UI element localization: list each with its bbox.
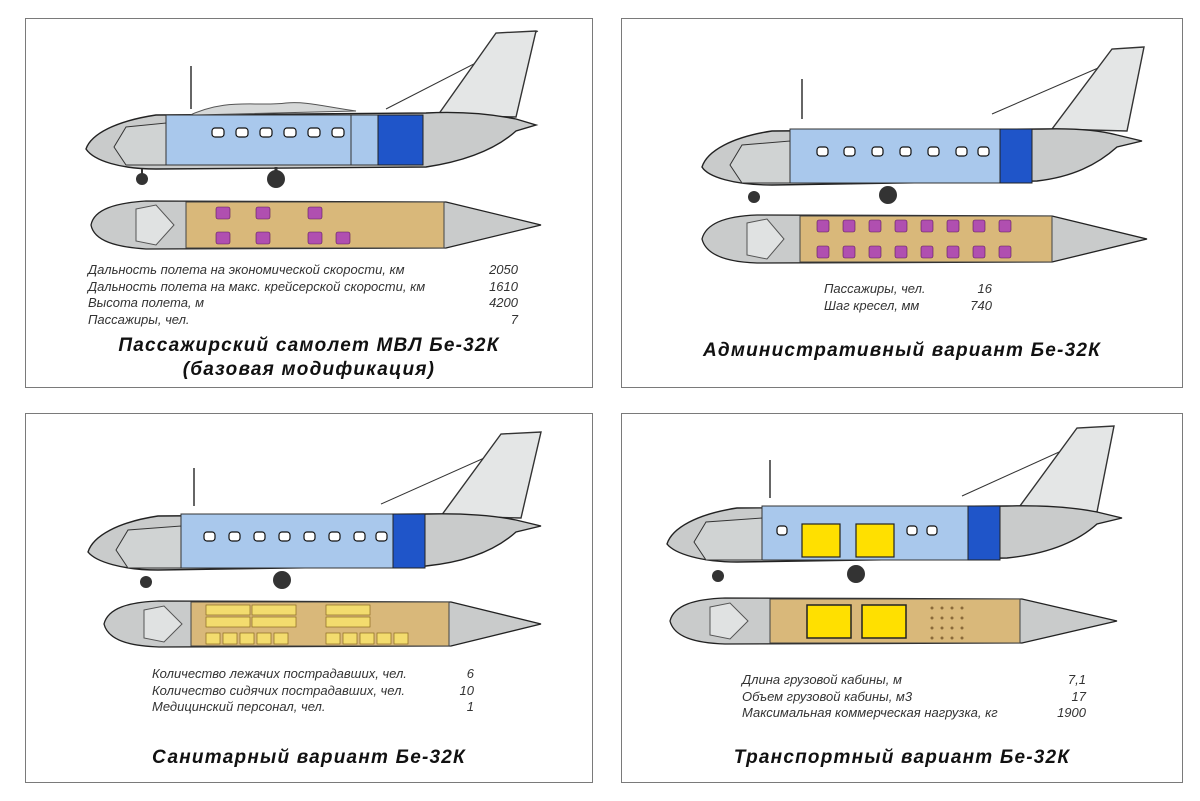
spec-row: Дальность полета на экономической скорос… [88, 262, 518, 279]
spec-row: Количество лежачих пострадавших, чел. 6 [152, 666, 474, 683]
top-view [701, 214, 1148, 264]
spec-value: 740 [970, 297, 992, 313]
specs-administrative: Пассажиры, чел. 16 Шаг кресел, мм 740 [824, 281, 992, 314]
spec-row: Пассажиры, чел. 16 [824, 281, 992, 298]
top-view [90, 200, 542, 250]
spec-row: Количество сидячих пострадавших, чел. 10 [152, 683, 474, 700]
spec-label: Медицинский персонал, чел. [152, 699, 326, 714]
spec-value: 4200 [489, 295, 518, 310]
top-view [103, 600, 542, 648]
panel-administrative: Пассажиры, чел. 16 Шаг кресел, мм 740 Адми… [621, 18, 1183, 388]
side-view [666, 425, 1123, 583]
spec-value: 17 [1071, 688, 1086, 704]
panel-title: Пассажирский самолет МВЛ Бе-32К (базовая… [26, 334, 592, 382]
spec-row: Дальность полета на макс. крейсерской ск… [88, 279, 518, 296]
spec-value: 1900 [1057, 705, 1086, 720]
plane-administrative-diagram [701, 46, 1148, 264]
spec-label: Количество лежачих пострадавших, чел. [152, 666, 407, 681]
spec-row: Длина грузовой кабины, м 7,1 [742, 672, 1086, 689]
panel-medical: Количество лежачих пострадавших, чел. 6 К… [25, 413, 593, 783]
side-view [85, 30, 539, 188]
spec-value: 2050 [489, 262, 518, 277]
spec-label: Пассажиры, чел. [88, 311, 190, 327]
plane-passenger-diagram [85, 30, 542, 250]
spec-label: Дальность полета на макс. крейсерской ск… [88, 278, 426, 294]
spec-row: Медицинский персонал, чел. 1 [152, 699, 474, 716]
panel-title: Санитарный вариант Бе-32К [26, 746, 592, 770]
specs-passenger: Дальность полета на экономической скорос… [88, 262, 518, 328]
panel-title-line: Транспортный вариант Бе-32К [733, 747, 1071, 768]
panel-title-line: Пассажирский самолет МВЛ Бе-32К [118, 335, 500, 356]
panel-passenger: Дальность полета на экономической скорос… [25, 18, 593, 388]
spec-label: Дальность полета на экономической скорос… [88, 262, 405, 277]
specs-cargo: Длина грузовой кабины, м 7,1 Объем грузов… [742, 672, 1086, 722]
spec-row: Максимальная коммерческая нагрузка, кг 19… [742, 705, 1086, 722]
spec-label: Максимальная коммерческая нагрузка, кг [742, 705, 998, 720]
spec-value: 1 [466, 699, 474, 714]
spec-label: Длина грузовой кабины, м [742, 672, 902, 687]
panel-title-line: Санитарный вариант Бе-32К [152, 747, 466, 768]
spec-value: 16 [977, 281, 992, 296]
panel-subtitle-line: (базовая модификация) [182, 359, 436, 380]
spec-label: Высота полета, м [88, 295, 205, 310]
spec-row: Объем грузовой кабины, м3 17 [742, 689, 1086, 706]
plane-cargo-diagram [666, 425, 1123, 645]
spec-value: 7,1 [1067, 672, 1086, 687]
spec-label: Шаг кресел, мм [824, 297, 920, 313]
panel-title: Транспортный вариант Бе-32К [622, 746, 1182, 770]
specs-medical: Количество лежачих пострадавших, чел. 6 К… [152, 666, 474, 716]
spec-value: 1610 [489, 278, 518, 294]
spec-label: Количество сидячих пострадавших, чел. [152, 682, 406, 698]
panel-title: Административный вариант Бе-32К [622, 339, 1182, 363]
spec-value: 10 [459, 682, 474, 698]
spec-row: Высота полета, м 4200 [88, 295, 518, 312]
spec-value: 7 [510, 311, 518, 327]
side-view [87, 431, 542, 589]
spec-label: Пассажиры, чел. [824, 281, 926, 296]
spec-row: Шаг кресел, мм 740 [824, 298, 992, 315]
side-view [701, 46, 1145, 204]
spec-label: Объем грузовой кабины, м3 [742, 688, 913, 704]
panel-title-line: Административный вариант Бе-32К [703, 340, 1101, 361]
plane-medical-diagram [87, 431, 542, 648]
top-view [669, 597, 1118, 645]
spec-value: 6 [466, 666, 474, 681]
spec-row: Пассажиры, чел. 7 [88, 312, 518, 329]
panel-cargo: Длина грузовой кабины, м 7,1 Объем грузов… [621, 413, 1183, 783]
